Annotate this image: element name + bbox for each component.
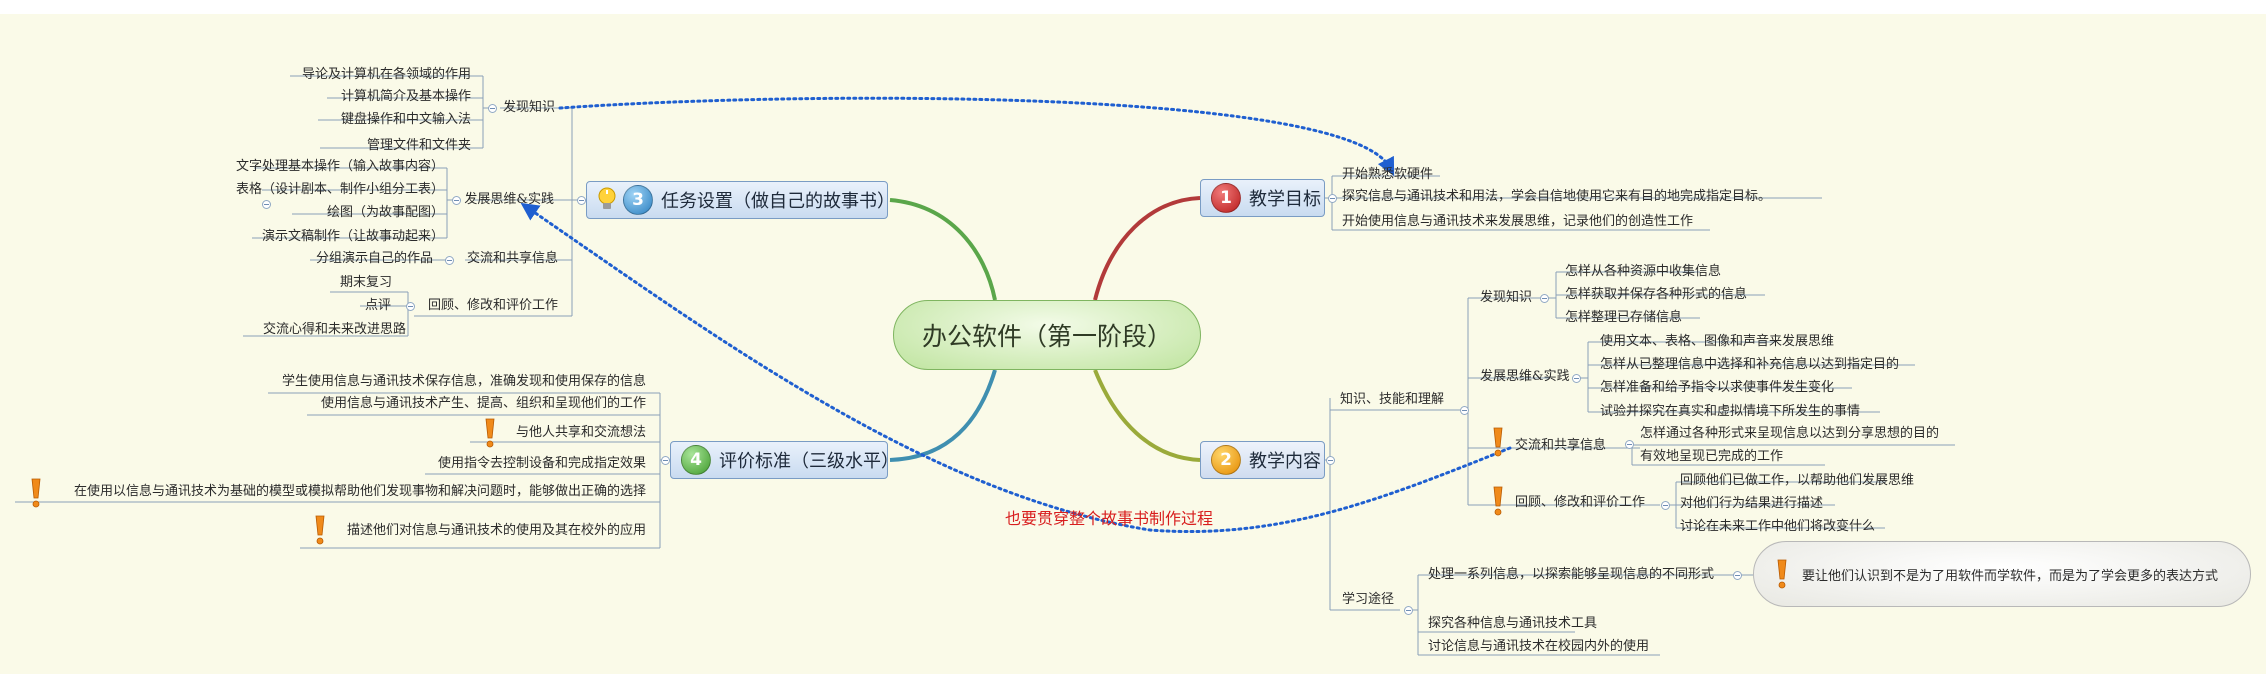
content-develop-item: 怎样准备和给予指令以求使事件发生变化 xyxy=(1600,380,1835,395)
topic-goal-label: 教学目标 xyxy=(1249,189,1321,210)
number-1-icon: 1 xyxy=(1211,183,1241,213)
topic-content-label: 教学内容 xyxy=(1249,451,1321,472)
content-share-item: 有效地呈现已完成的工作 xyxy=(1640,449,1784,464)
task-discover-item: 计算机简介及基本操作 xyxy=(340,89,471,104)
topic-task[interactable]: 3 任务设置（做自己的故事书） xyxy=(586,181,895,219)
task-discover-label: 发现知识 xyxy=(503,100,556,115)
content-develop-label: 发展思维&实践 xyxy=(1480,369,1570,384)
task-share-item: 分组演示自己的作品 xyxy=(315,251,433,266)
content-develop-item: 怎样从已整理信息中选择和补充信息以达到指定目的 xyxy=(1600,357,1900,372)
content-discover-item: 怎样获取并保存各种形式的信息 xyxy=(1565,287,1748,302)
task-develop-item: 文字处理基本操作（输入故事内容） xyxy=(235,159,444,174)
number-4-icon: 4 xyxy=(681,445,711,475)
number-3-icon: 3 xyxy=(623,185,653,215)
collapse-content-discover-button[interactable] xyxy=(1540,294,1549,303)
collapse-path-item-button[interactable] xyxy=(1733,571,1742,580)
content-review-label: 回顾、修改和评价工作 xyxy=(1515,495,1646,510)
eval-item: 与他人共享和交流想法 xyxy=(515,425,646,440)
path-item: 处理一系列信息，以探索能够呈现信息的不同形式 xyxy=(1428,567,1715,582)
branch-task xyxy=(889,198,997,301)
lightbulb-icon xyxy=(598,187,616,209)
task-develop-label: 发展思维&实践 xyxy=(464,192,554,207)
content-share-item: 怎样通过各种形式来呈现信息以达到分享思想的目的 xyxy=(1640,426,1940,441)
branch-goal xyxy=(1093,196,1201,301)
content-develop-item: 使用文本、表格、图像和声音来发展思维 xyxy=(1600,334,1835,349)
eval-item: 描述他们对信息与通讯技术的使用及其在校外的应用 xyxy=(346,523,646,538)
task-review-item: 点评 xyxy=(364,298,391,313)
collapse-content-review-button[interactable] xyxy=(1661,501,1670,510)
collapse-knowledge-button[interactable] xyxy=(1460,406,1469,415)
topic-eval-label: 评价标准（三级水平） xyxy=(719,451,899,472)
branch-content xyxy=(1093,369,1201,462)
relationship-arrow-to-task xyxy=(520,202,1512,534)
content-share-label: 交流和共享信息 xyxy=(1515,438,1607,453)
task-review-item: 期末复习 xyxy=(339,275,392,290)
central-topic-title: 办公软件（第一阶段） xyxy=(921,322,1172,351)
eval-item: 在使用以信息与通讯技术为基础的模型或模拟帮助他们发现事物和解决问题时，能够做出正… xyxy=(73,484,646,499)
path-callout: 要让他们认识到不是为了用软件而学软件，而是为了学会更多的表达方式 xyxy=(1753,541,2251,607)
path-item: 讨论信息与通讯技术在校园内外的使用 xyxy=(1428,639,1650,654)
content-discover-label: 发现知识 xyxy=(1480,290,1533,305)
task-develop-item: 绘图（为故事配图） xyxy=(326,205,444,220)
collapse-goal-button[interactable] xyxy=(1328,194,1337,203)
topic-task-label: 任务设置（做自己的故事书） xyxy=(661,191,895,212)
relationship-arrow-to-goal xyxy=(558,96,1395,176)
task-review-item: 交流心得和未来改进思路 xyxy=(262,322,406,337)
collapse-content-share-button[interactable] xyxy=(1625,440,1634,449)
task-share-label: 交流和共享信息 xyxy=(466,251,558,266)
collapse-content-develop-button[interactable] xyxy=(1572,374,1581,383)
eval-item: 使用信息与通讯技术产生、提高、组织和呈现他们的工作 xyxy=(320,396,646,411)
content-discover-item: 怎样从各种资源中收集信息 xyxy=(1565,264,1722,279)
collapse-task-dianping-button[interactable] xyxy=(262,200,271,209)
collapse-content-button[interactable] xyxy=(1326,456,1335,465)
exclamation-icon xyxy=(1777,559,1787,589)
path-item: 探究各种信息与通讯技术工具 xyxy=(1428,616,1598,631)
eval-item: 学生使用信息与通讯技术保存信息，准确发现和使用保存的信息 xyxy=(281,374,646,389)
exclamation-icon xyxy=(1493,486,1503,516)
collapse-task-review-button[interactable] xyxy=(406,302,415,311)
exclamation-icon xyxy=(485,418,495,448)
topic-goal[interactable]: 1 教学目标 xyxy=(1200,179,1325,217)
task-develop-item: 演示文稿制作（让故事动起来） xyxy=(261,229,444,244)
relationship-annotation: 也要贯穿整个故事书制作过程 xyxy=(1005,509,1214,528)
task-develop-item: 表格（设计剧本、制作小组分工表） xyxy=(235,182,444,197)
collapse-task-discover-button[interactable] xyxy=(488,104,497,113)
path-label: 学习途径 xyxy=(1342,592,1395,607)
content-review-item: 回顾他们已做工作，以帮助他们发展思维 xyxy=(1680,473,1915,488)
path-callout-text: 要让他们认识到不是为了用软件而学软件，而是为了学会更多的表达方式 xyxy=(1802,568,2219,584)
collapse-path-button[interactable] xyxy=(1404,606,1413,615)
exclamation-icon xyxy=(315,515,325,545)
goal-item: 开始使用信息与通讯技术来发展思维，记录他们的创造性工作 xyxy=(1342,214,1694,229)
branch-eval xyxy=(889,369,997,462)
goal-item: 探究信息与通讯技术和用法，学会自信地使用它来有目的地完成指定目标。 xyxy=(1342,189,1772,204)
eval-item: 使用指令去控制设备和完成指定效果 xyxy=(437,456,646,471)
exclamation-icon xyxy=(1493,427,1503,457)
exclamation-icon xyxy=(31,478,41,508)
task-discover-item: 导论及计算机在各领域的作用 xyxy=(301,67,471,82)
task-discover-item: 管理文件和文件夹 xyxy=(366,138,471,153)
content-develop-item: 试验并探究在真实和虚拟情境下所发生的事情 xyxy=(1600,404,1861,419)
collapse-task-develop-button[interactable] xyxy=(452,196,461,205)
collapse-task-share-button[interactable] xyxy=(445,256,454,265)
number-2-icon: 2 xyxy=(1211,445,1241,475)
collapse-task-button[interactable] xyxy=(577,196,586,205)
top-margin xyxy=(0,0,2266,14)
content-discover-item: 怎样整理已存储信息 xyxy=(1565,310,1683,325)
task-discover-item: 键盘操作和中文输入法 xyxy=(340,112,471,127)
knowledge-label: 知识、技能和理解 xyxy=(1340,392,1445,407)
content-review-item: 对他们行为结果进行描述 xyxy=(1680,496,1824,511)
topic-eval[interactable]: 4 评价标准（三级水平） xyxy=(670,441,899,479)
content-review-item: 讨论在未来工作中他们将改变什么 xyxy=(1680,519,1876,534)
central-topic[interactable]: 办公软件（第一阶段） xyxy=(893,300,1201,370)
topic-content[interactable]: 2 教学内容 xyxy=(1200,441,1325,479)
task-review-label: 回顾、修改和评价工作 xyxy=(427,298,558,313)
goal-item: 开始熟悉软硬件 xyxy=(1342,167,1434,182)
collapse-eval-button[interactable] xyxy=(661,456,670,465)
